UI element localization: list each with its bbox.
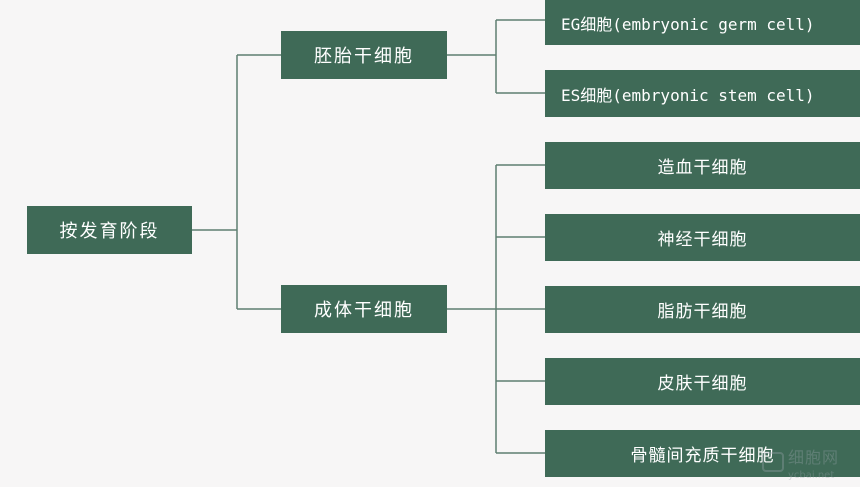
leaf-node-adipose: 脂肪干细胞 [545,286,860,333]
leaf-node-mesenchymal: 骨髓间充质干细胞 [545,430,860,477]
leaf-node-es: ES细胞(embryonic stem cell) [545,70,860,117]
branch-node-embryonic: 胚胎干细胞 [281,31,447,79]
watermark-url: ycbai.net [788,470,835,481]
leaf-node-skin: 皮肤干细胞 [545,358,860,405]
root-node: 按发育阶段 [27,206,192,254]
branch-node-adult: 成体干细胞 [281,285,447,333]
leaf-node-neural: 神经干细胞 [545,214,860,261]
leaf-node-eg: EG细胞(embryonic germ cell) [545,0,860,45]
watermark: 细胞网 ycbai.net [762,449,854,483]
leaf-node-hematopoietic: 造血干细胞 [545,142,860,189]
watermark-logo-icon [762,452,784,472]
watermark-name: 细胞网 [788,448,840,467]
